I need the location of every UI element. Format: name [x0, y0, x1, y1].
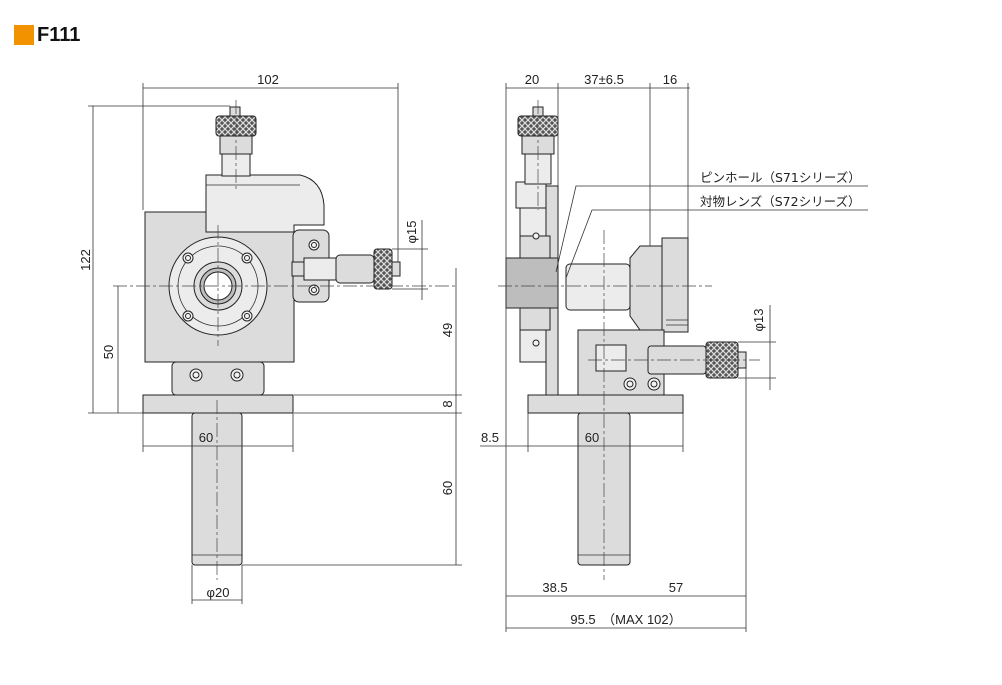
front-side-knurl [373, 248, 393, 290]
dim-side-bottom-right: 57 [669, 580, 683, 595]
callout-pinhole: ピンホール（S71シリーズ） [700, 170, 861, 185]
front-view [113, 100, 458, 580]
dim-side-offset: 8.5 [481, 430, 499, 445]
dim-post-diameter: φ20 [207, 585, 230, 600]
side-dimensions: 20 37±6.5 16 8.5 60 38.5 57 95.5 （MAX 10… [480, 72, 868, 632]
model-code: F111 [37, 23, 81, 46]
dim-post-length: 60 [440, 481, 455, 495]
side-objective-barrel [565, 263, 631, 311]
dim-mount-height: 49 [440, 323, 455, 337]
dim-side-bottom-left: 38.5 [542, 580, 567, 595]
dim-side-top-right: 16 [663, 72, 677, 87]
dim-side-top-left: 20 [525, 72, 539, 87]
front-dimensions: 102 122 50 49 8 60 60 φ20 φ15 [78, 72, 462, 604]
dim-side-top-mid: 37±6.5 [584, 72, 624, 87]
dim-front-height: 122 [78, 249, 93, 271]
dim-micrometer-diameter: φ13 [751, 309, 766, 332]
dim-front-width: 102 [257, 72, 279, 87]
callout-objective: 対物レンズ（S72シリーズ） [700, 194, 860, 209]
front-base-plate [142, 394, 294, 414]
dim-front-base-width: 60 [199, 430, 213, 445]
title-block: F111 [14, 24, 80, 46]
dim-base-thickness: 8 [440, 400, 455, 407]
dim-center-height: 50 [101, 345, 116, 359]
front-lower-block [171, 361, 265, 396]
dim-knob-diameter: φ15 [404, 221, 419, 244]
side-view [498, 100, 760, 580]
side-front-housing [661, 237, 689, 333]
front-top-carrier [205, 174, 325, 233]
dim-side-overall: 95.5 （MAX 102） [570, 612, 681, 627]
side-base-plate [527, 394, 684, 414]
dim-side-base-width: 60 [585, 430, 599, 445]
title-swatch [14, 25, 34, 45]
